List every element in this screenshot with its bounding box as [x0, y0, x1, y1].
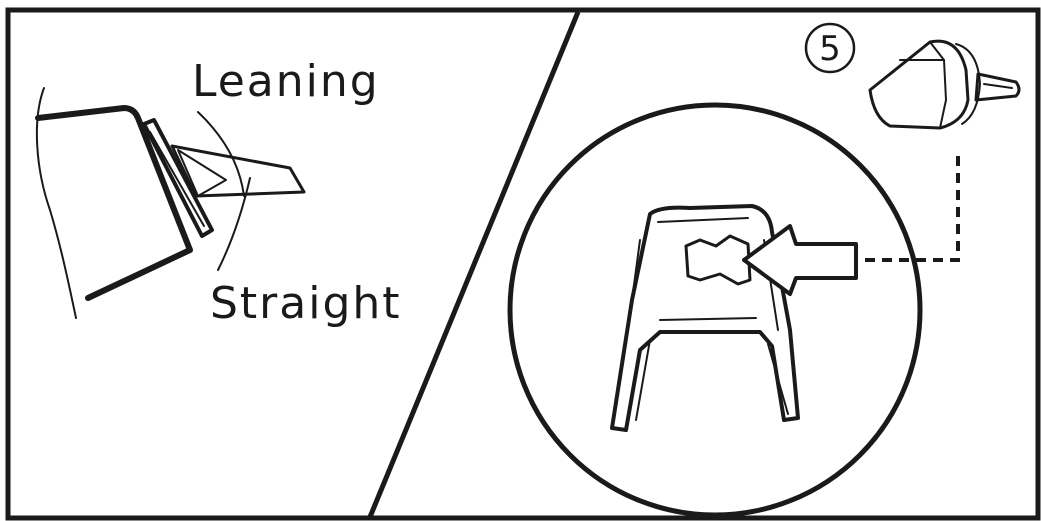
housing-outline: [35, 105, 193, 301]
panel-divider: [367, 11, 581, 518]
outer-frame: [5, 7, 1041, 521]
clip-slot: [684, 234, 752, 286]
dashed-connector: [862, 156, 960, 262]
detail-circle: [507, 102, 923, 518]
insertion-arrow: [742, 224, 858, 296]
clip-part-illustration: [868, 39, 1021, 130]
step-marker-number: 5: [819, 29, 841, 69]
body-curve: [35, 87, 77, 319]
right-panel: 5: [507, 22, 1021, 518]
mounting-plate: [142, 118, 214, 238]
left-panel: Leaning Straight: [35, 56, 402, 329]
leaning-leader-line: [197, 111, 245, 197]
straight-label: Straight: [210, 278, 402, 329]
step-marker-circle: [804, 22, 856, 74]
step-marker: 5: [804, 22, 856, 74]
leaning-label: Leaning: [192, 56, 380, 107]
straight-leader-line: [217, 177, 251, 271]
blade-straight: [170, 144, 306, 198]
blade-leaning: [177, 149, 227, 197]
